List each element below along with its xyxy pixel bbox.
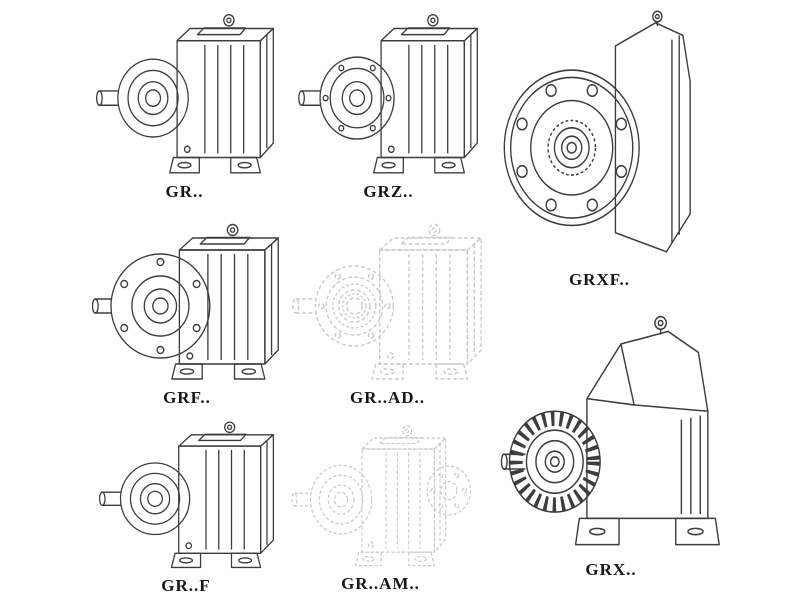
- gearbox-grxf-illustration: [497, 6, 702, 258]
- figure-gr: GR..: [92, 8, 277, 202]
- figure-gr-ad: GR..AD..: [290, 218, 485, 408]
- figure-grxf: GRXF..: [497, 6, 702, 290]
- gearbox-gr-am-illustration: [288, 420, 473, 572]
- figure-gr-am: GR..AM..: [288, 420, 473, 594]
- figure-grx: GRX..: [500, 302, 722, 580]
- figure-label-grxf: GRXF..: [568, 270, 631, 289]
- figure-label-grx: GRX..: [585, 560, 637, 579]
- gearbox-gr-illustration: [92, 8, 277, 180]
- gearbox-grx-illustration: [500, 302, 722, 552]
- figure-label-grz: GRZ..: [363, 182, 414, 201]
- gearbox-gr-f-illustration: [95, 416, 277, 574]
- gearbox-grf-illustration: [92, 218, 282, 386]
- figure-grf: GRF..: [92, 218, 282, 408]
- gearbox-grz-illustration: [296, 8, 481, 180]
- figure-grz: GRZ..: [296, 8, 481, 202]
- figure-label-gr-f: GR..F: [161, 576, 211, 595]
- figure-label-gr: GR..: [165, 182, 204, 201]
- figure-label-gr-am: GR..AM..: [341, 574, 420, 593]
- figure-gr-f: GR..F: [95, 416, 277, 596]
- figure-label-gr-ad: GR..AD..: [349, 388, 426, 407]
- gearbox-gr-ad-illustration: [290, 218, 485, 386]
- figure-label-grf: GRF..: [163, 388, 211, 407]
